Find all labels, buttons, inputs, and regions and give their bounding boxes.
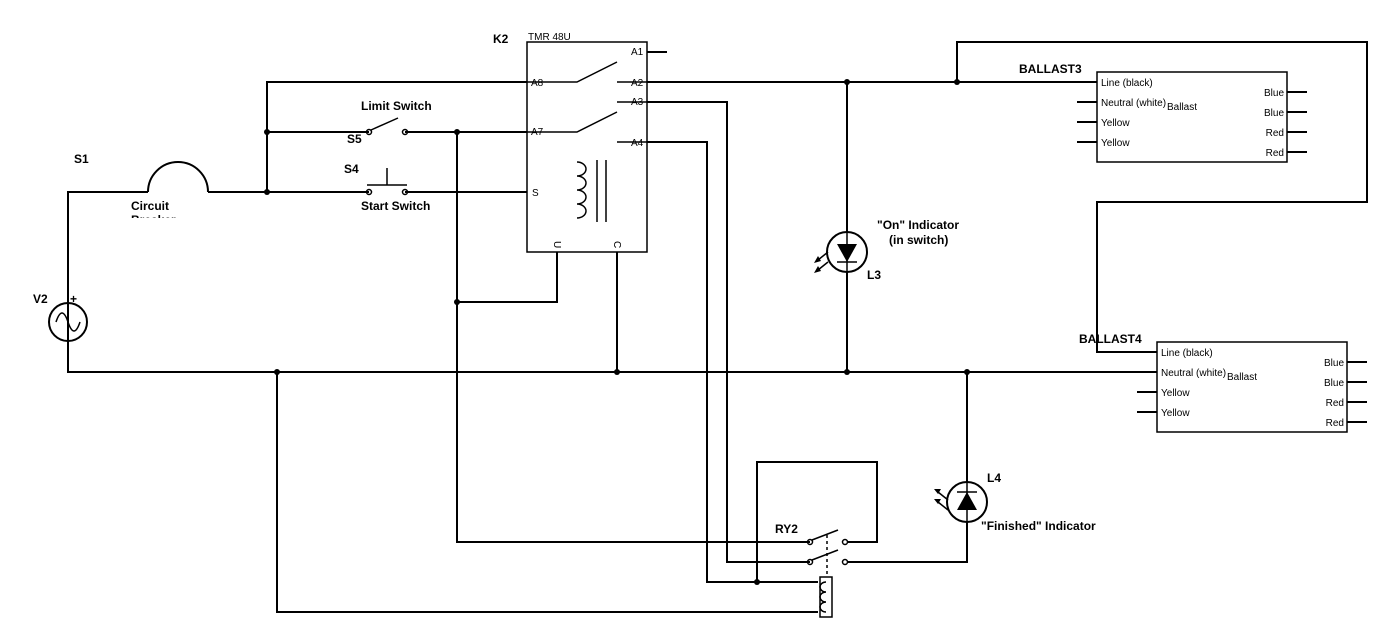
ballast3-blue2: Blue (1264, 108, 1284, 119)
breaker-label-1: Circuit (131, 199, 169, 213)
pin-a2: A2 (631, 78, 644, 89)
junction-dots (264, 79, 970, 585)
pin-c: C (611, 241, 622, 248)
on-indicator-label-1: "On" Indicator (877, 218, 959, 232)
ballast4-blue2: Blue (1324, 378, 1344, 389)
ballast3-red2: Red (1266, 148, 1284, 159)
ballast3-neutral: Neutral (white) (1101, 98, 1166, 109)
ballast3-blue1: Blue (1264, 88, 1284, 99)
k2-label: K2 (493, 32, 509, 46)
s5-label: S5 (347, 132, 362, 146)
ballast4-neutral: Neutral (white) (1161, 368, 1226, 379)
led-l3-on-indicator: "On" Indicator (in switch) L3 (814, 218, 959, 282)
breaker-label-2: Breaker (131, 213, 176, 227)
ballast4-red2: Red (1326, 418, 1344, 429)
limit-switch-label: Limit Switch (361, 99, 432, 113)
voltage-source-v2: V2 + (33, 292, 88, 342)
ballast3-line: Line (black) (1101, 78, 1153, 89)
ballast4-yellow1: Yellow (1161, 388, 1190, 399)
ballast4-label: BALLAST4 (1079, 332, 1142, 346)
v2-label: V2 (33, 292, 48, 306)
l4-label: L4 (987, 471, 1001, 485)
l3-label: L3 (867, 268, 881, 282)
ballast3-yellow2: Yellow (1101, 138, 1130, 149)
ballast3-center: Ballast (1167, 102, 1197, 113)
pin-u: U (551, 241, 562, 248)
relay-k2: K2 TMR 48U A1 A2 A3 A4 A8 A7 S U C (493, 32, 648, 253)
pin-a8: A8 (531, 78, 544, 89)
ballast4-red1: Red (1326, 398, 1344, 409)
ballast3-red1: Red (1266, 128, 1284, 139)
ballast4-center: Ballast (1227, 372, 1257, 383)
pin-a7: A7 (531, 127, 544, 138)
ballast4-yellow2: Yellow (1161, 408, 1190, 419)
pin-a4: A4 (631, 138, 644, 149)
limit-switch-s5: Limit Switch S5 (347, 99, 432, 146)
start-switch-s4: S4 Start Switch (344, 162, 430, 213)
ballast4-blue1: Blue (1324, 358, 1344, 369)
plus-sign: + (70, 292, 77, 306)
ballast4-line: Line (black) (1161, 348, 1213, 359)
s4-label: S4 (344, 162, 359, 176)
ballast3: BALLAST3 Line (black) Neutral (white) Ba… (1019, 62, 1307, 163)
relay-ry2: RY2 (775, 522, 849, 618)
s1-label: S1 (74, 152, 89, 166)
ballast4: BALLAST4 Line (black) Neutral (white) Ba… (1079, 332, 1367, 433)
k2-model-label: TMR 48U (528, 32, 571, 43)
start-switch-label: Start Switch (361, 199, 430, 213)
on-indicator-label-2: (in switch) (889, 233, 948, 247)
pin-a1: A1 (631, 47, 644, 58)
pin-s: S (532, 188, 539, 199)
ballast3-yellow1: Yellow (1101, 118, 1130, 129)
circuit-breaker-s1: S1 Circuit Breaker (74, 152, 209, 227)
ballast3-label: BALLAST3 (1019, 62, 1082, 76)
led-l4-finished-indicator: L4 "Finished" Indicator (934, 471, 1096, 533)
ry2-label: RY2 (775, 522, 798, 536)
pin-a3: A3 (631, 97, 644, 108)
finished-indicator-label: "Finished" Indicator (981, 519, 1096, 533)
